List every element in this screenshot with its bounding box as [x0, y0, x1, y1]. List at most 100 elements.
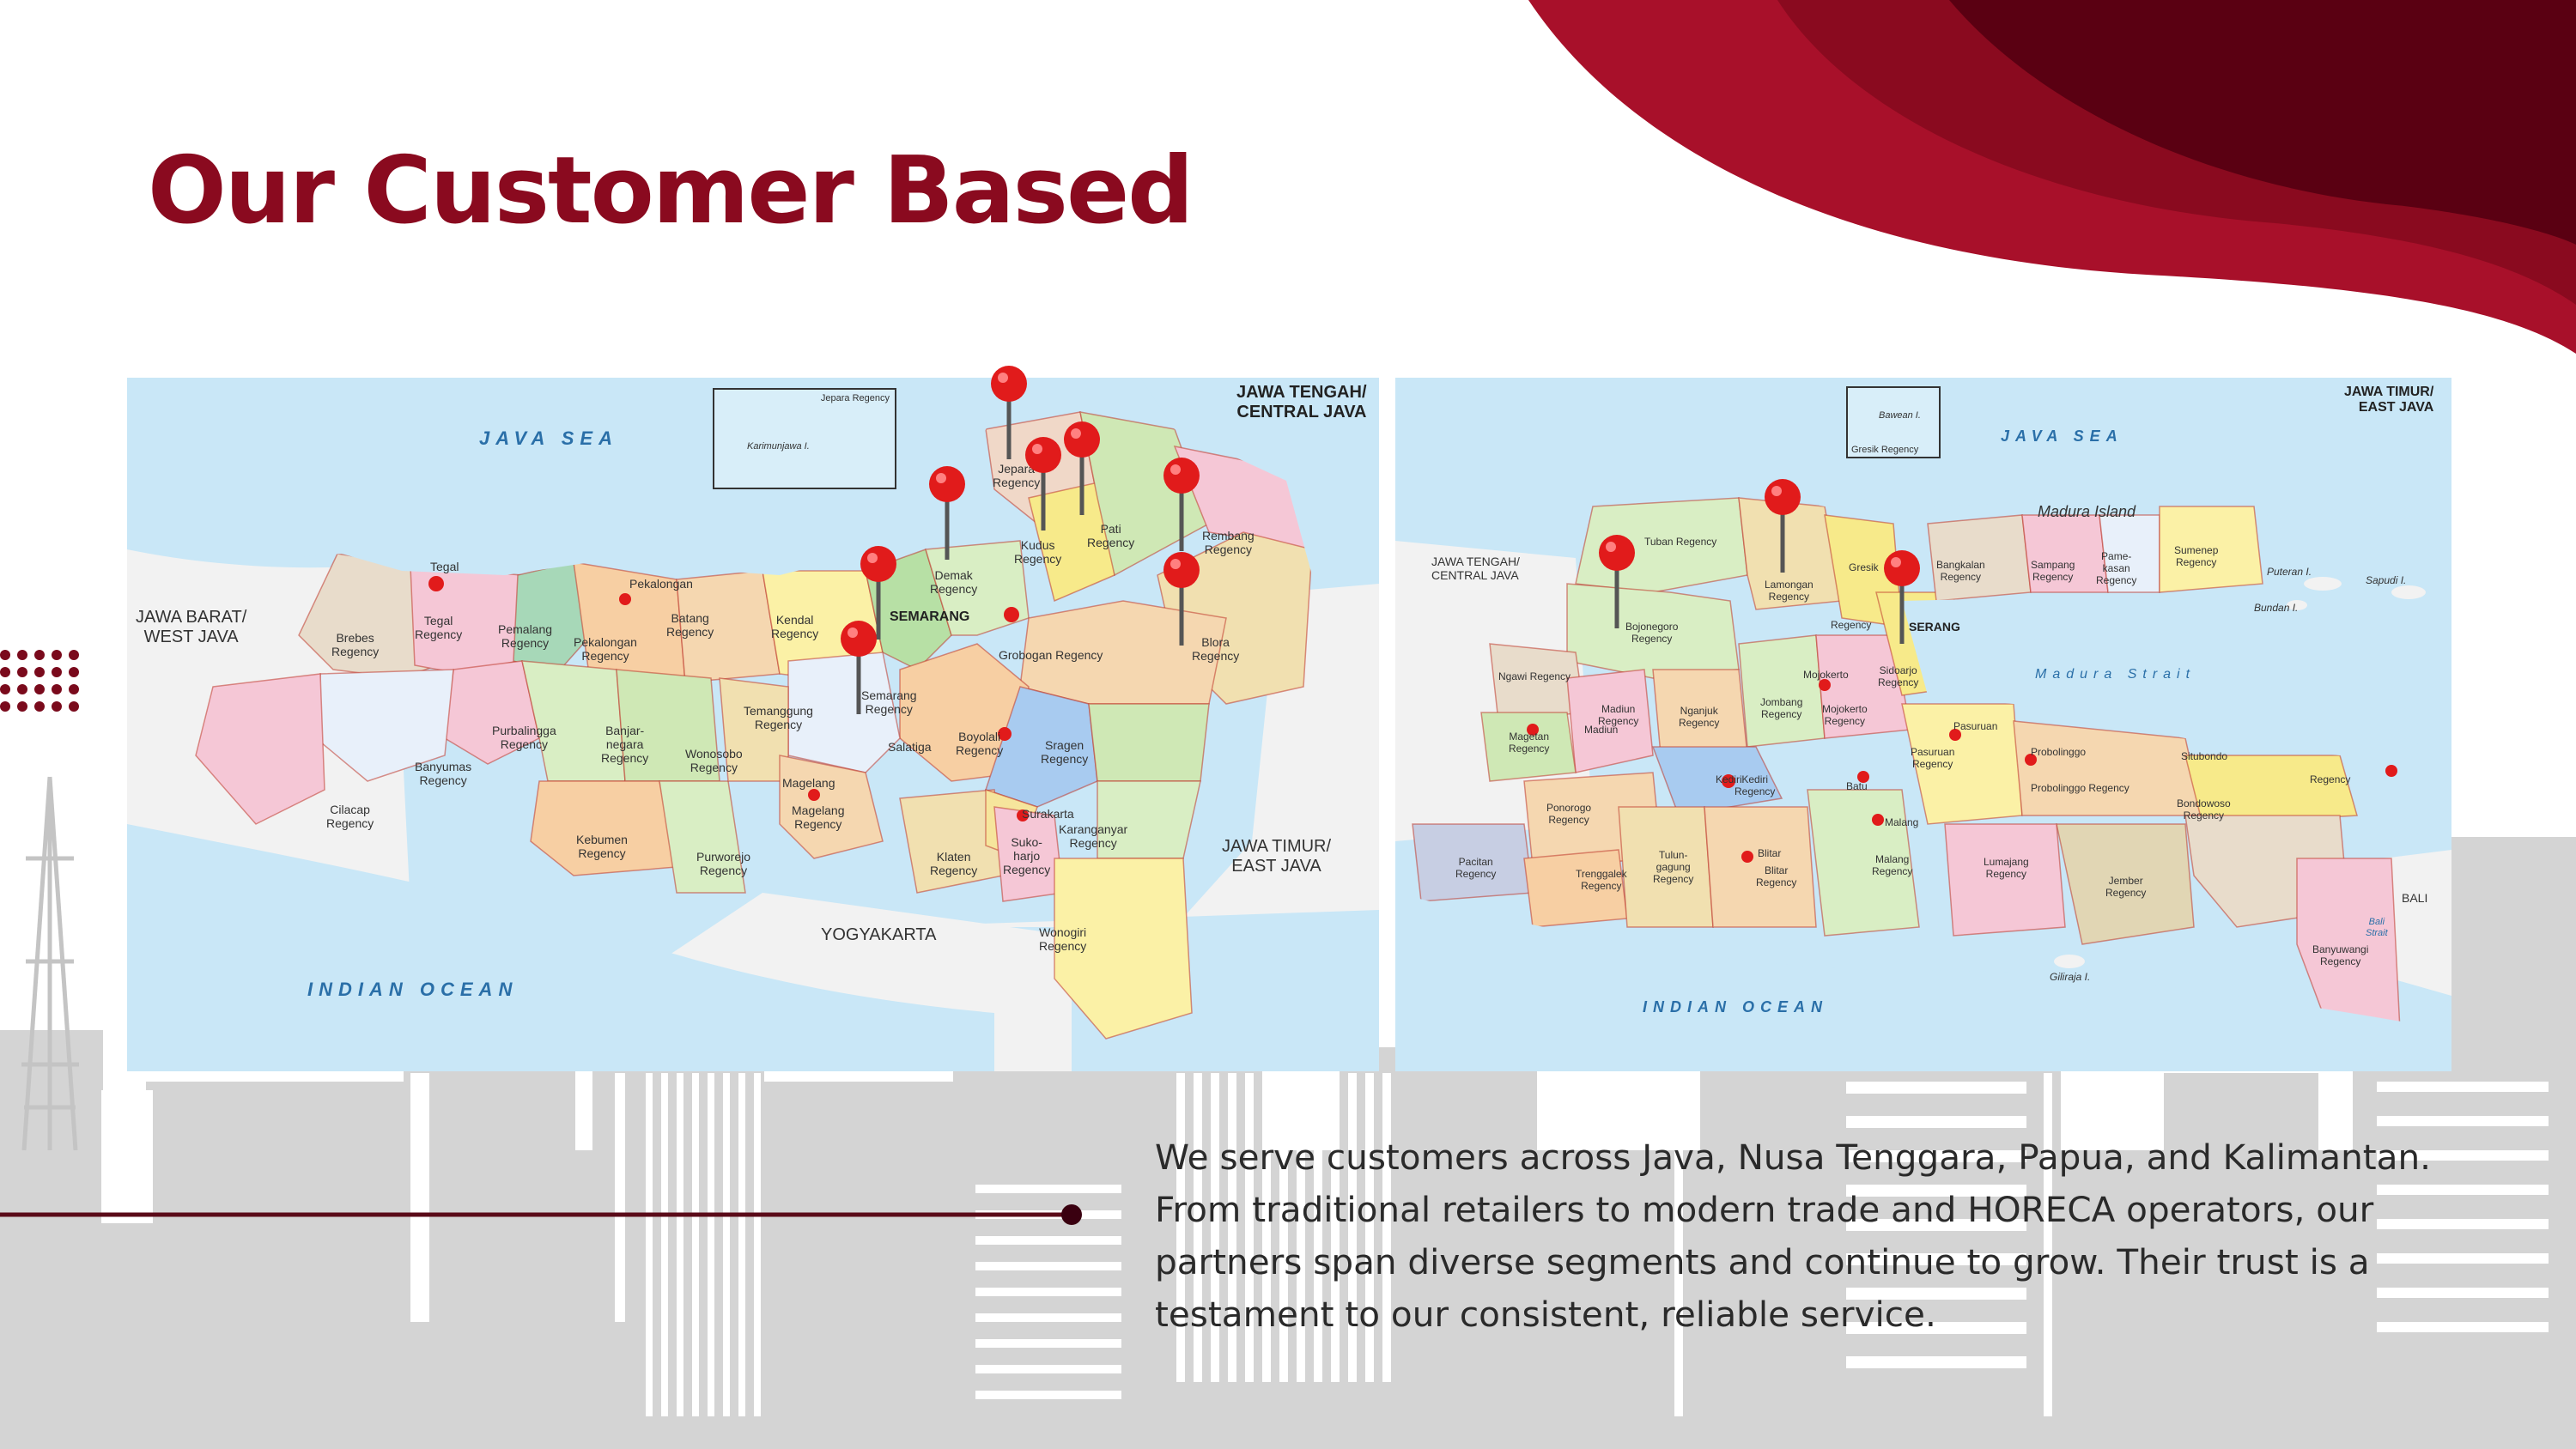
region-label: Bondowoso Regency	[2177, 797, 2231, 822]
region-label: Nganjuk Regency	[1679, 705, 1720, 729]
region-label: Pame- kasan Regency	[2096, 550, 2137, 586]
region-label: Blora Regency	[1192, 635, 1240, 664]
island-label: Puteran I.	[2267, 566, 2312, 578]
region-label: Tegal Regency	[415, 614, 463, 642]
east-java-map: JAVA SEA INDIAN OCEAN Madura Strait Madu…	[1395, 378, 2451, 1071]
region-label: Magelang	[782, 776, 835, 790]
region-label: Pemalang Regency	[498, 622, 553, 651]
region-label: Pekalongan	[629, 577, 693, 591]
serang-label: SERANG	[1909, 620, 1960, 634]
region-label: Kediri	[1716, 773, 1742, 785]
region-label: Banyuwangi Regency	[2312, 943, 2369, 967]
location-pin-icon	[1163, 552, 1200, 646]
province-label: JAWA TENGAH/ CENTRAL JAVA	[1236, 383, 1367, 421]
bawean-inset: Bawean I. Gresik Regency	[1846, 386, 1941, 458]
region-label: Malang	[1885, 816, 1919, 828]
java-sea-label: JAVA SEA	[479, 427, 618, 449]
semarang-label: SEMARANG	[890, 609, 970, 624]
region-label: Rembang Regency	[1202, 529, 1255, 557]
region-label: Madiun Regency	[1598, 703, 1639, 727]
description-text: We serve customers across Java, Nusa Ten…	[1155, 1137, 2432, 1335]
region-label: Kebumen Regency	[576, 833, 628, 861]
bali-label: BALI	[2402, 891, 2428, 905]
tower	[21, 776, 79, 1151]
region-label: Batu	[1846, 780, 1868, 792]
province-label: JAWA TIMUR/ EAST JAVA	[2344, 385, 2434, 415]
island-label: Giliraja I.	[2050, 971, 2091, 983]
region-label: Gresik	[1849, 561, 1879, 573]
region-label: Jombang Regency	[1760, 696, 1803, 720]
region-label: Lamongan Regency	[1765, 579, 1814, 603]
central-java-map: JAVA SEA INDIAN OCEAN JAWA TENGAH/ CENTR…	[127, 378, 1379, 1071]
location-pin-icon	[1884, 550, 1920, 644]
indian-ocean-label: INDIAN OCEAN	[307, 979, 519, 1000]
page-title: Our Customer Based	[148, 137, 1194, 245]
inset-title: Jepara Regency	[820, 393, 890, 403]
region-label: Probolinggo Regency	[2031, 782, 2129, 794]
region-label: Demak Regency	[930, 568, 978, 597]
region-label: Bojonegoro Regency	[1625, 621, 1679, 645]
region-label: Boyolali Regency	[956, 730, 1004, 758]
region-label: Ponorogo Regency	[1546, 802, 1592, 826]
location-pin-icon	[991, 366, 1027, 459]
region-label: Kendal Regency	[771, 613, 819, 641]
region-label: Suko- harjo Regency	[1003, 835, 1051, 877]
region-label: Bangkalan Regency	[1936, 559, 1985, 583]
region-label: Batang Regency	[666, 611, 714, 640]
region-label: Mojokerto Regency	[1822, 703, 1868, 727]
location-pin-icon	[1765, 479, 1801, 573]
corner-wave	[1528, 0, 2576, 354]
inset-title: Gresik Regency	[1851, 445, 1919, 455]
location-pin-icon	[1599, 535, 1635, 628]
jepara-inset: Jepara Regency Karimunjawa I.	[713, 388, 896, 489]
region-label: Pekalongan Regency	[574, 635, 637, 664]
region-label: Cilacap Regency	[326, 803, 374, 831]
indian-ocean-label: INDIAN OCEAN	[1643, 998, 1829, 1016]
region-label: Purworejo Regency	[696, 850, 751, 878]
location-pin-icon	[841, 621, 877, 714]
region-label: Kediri Regency	[1735, 773, 1776, 797]
region-label: Jember Regency	[2105, 875, 2147, 899]
region-label: Sampang Regency	[2031, 559, 2075, 583]
region-label: Tuban Regency	[1644, 536, 1717, 548]
region-label: Jepara Regency	[993, 462, 1041, 490]
region-label: Magetan Regency	[1509, 731, 1550, 755]
region-label: Banjar- negara Regency	[601, 724, 649, 766]
region-label: Pasuruan Regency	[1911, 746, 1955, 770]
region-label: Karanganyar Regency	[1059, 822, 1128, 851]
region-label: Sumenep Regency	[2174, 544, 2219, 568]
west-java-label: JAWA BARAT/ WEST JAVA	[136, 608, 247, 646]
island-label: Sapudi I.	[2366, 574, 2407, 586]
region-label: Ngawi Regency	[1498, 670, 1571, 682]
yogyakarta-label: YOGYAKARTA	[821, 925, 937, 944]
region-label: Temanggung Regency	[744, 704, 813, 732]
dot-grid	[0, 650, 79, 712]
location-pin-icon	[1025, 437, 1061, 530]
accent-line	[0, 1204, 1082, 1225]
east-java-land	[1395, 378, 2451, 1071]
east-java-label: JAWA TIMUR/ EAST JAVA	[1222, 837, 1332, 876]
location-pin-icon	[860, 546, 896, 640]
region-label: Surakarta	[1022, 807, 1074, 821]
region-label: Semarang Regency	[861, 688, 917, 717]
region-label: Grobogan Regency	[999, 648, 1103, 662]
region-label: Blitar	[1758, 847, 1782, 859]
location-pin-icon	[1064, 421, 1100, 515]
region-label: Salatiga	[888, 740, 932, 754]
region-label: Sidoarjo Regency	[1878, 664, 1919, 688]
java-sea-label: JAVA SEA	[2001, 427, 2123, 445]
bali-strait-label: Bali Strait	[2366, 917, 2388, 938]
location-pin-icon	[1163, 458, 1200, 551]
location-pin-icon	[929, 466, 965, 560]
region-label: Mojokerto	[1803, 669, 1849, 681]
region-label: Wonosobo Regency	[685, 747, 743, 775]
city-skyline	[0, 837, 2576, 1449]
region-label: Klaten Regency	[930, 850, 978, 878]
island-label: Bundan I.	[2254, 602, 2299, 614]
region-label: Probolinggo	[2031, 746, 2087, 758]
central-java-land	[127, 378, 1379, 1071]
region-label: Banyumas Regency	[415, 760, 472, 788]
region-label: Regency	[1831, 619, 1872, 631]
madura-strait-label: Madura Strait	[2035, 667, 2196, 682]
region-label: Magelang Regency	[792, 803, 845, 832]
